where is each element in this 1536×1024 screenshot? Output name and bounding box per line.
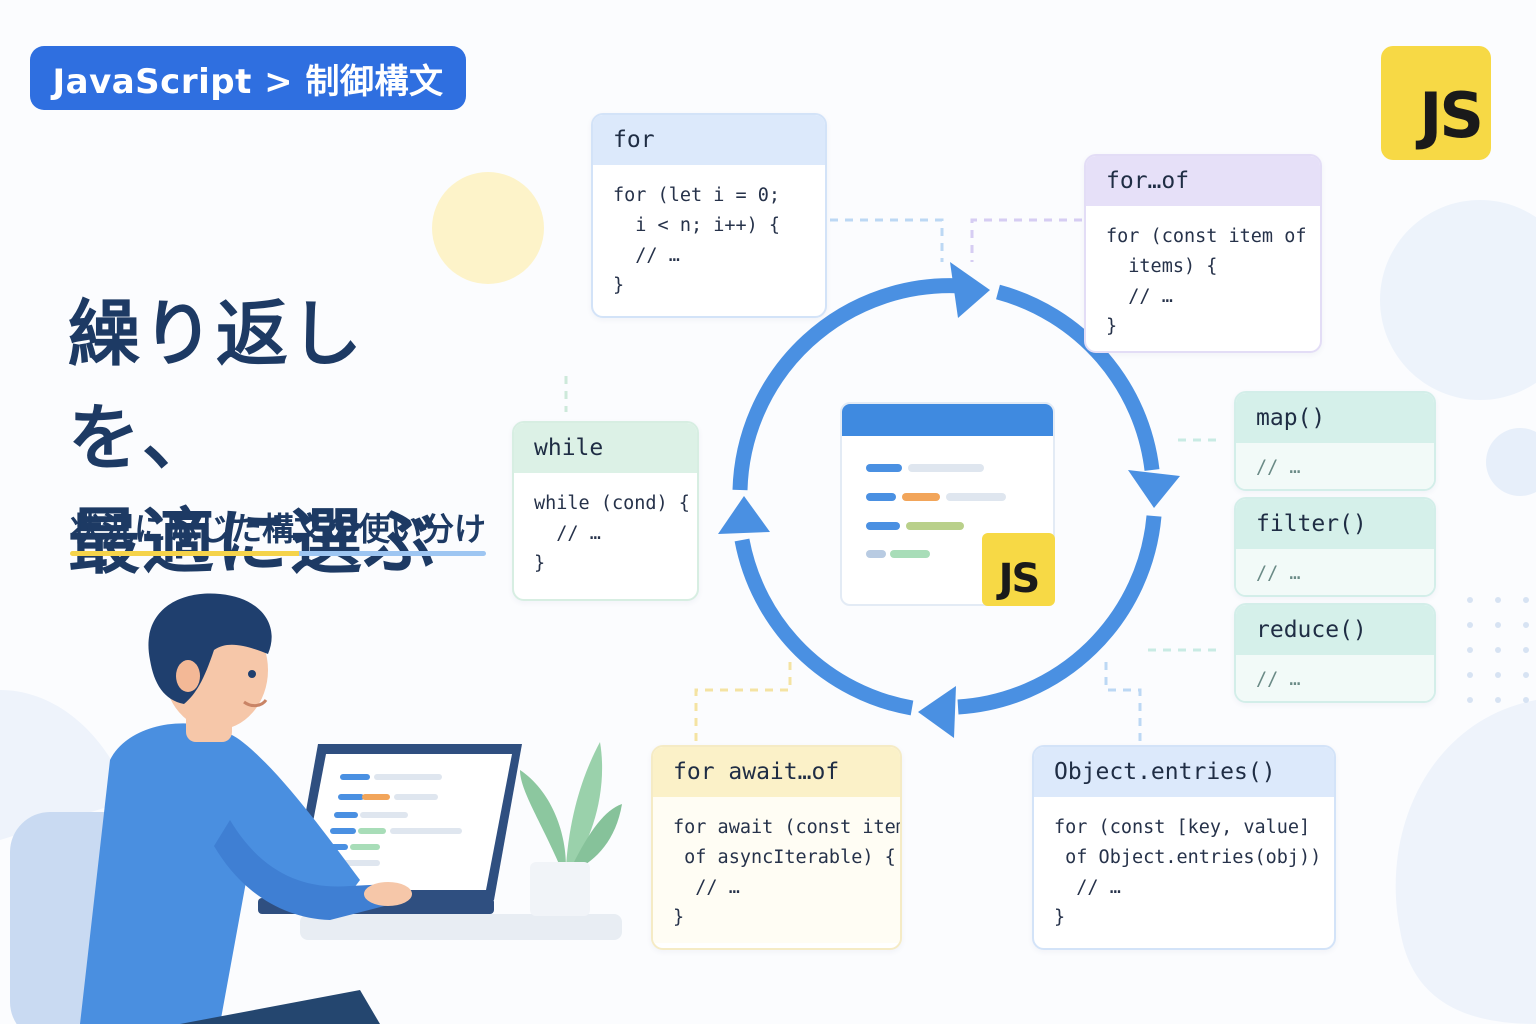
js-logo-text: JS [1419, 79, 1484, 152]
card-for-title: for [593, 115, 825, 165]
card-map-title: map() [1236, 393, 1434, 443]
code-line [866, 493, 896, 501]
card-while: while while (cond) { // … } [512, 421, 699, 601]
window-title-bar [842, 404, 1053, 436]
card-for-code: for (let i = 0; i < n; i++) { // … } [613, 185, 781, 296]
card-reduce: reduce() // … [1234, 603, 1436, 703]
card-for-await-of: for await…of for await (const item of as… [651, 745, 902, 950]
card-map: map() // … [1234, 391, 1436, 491]
code-line [866, 522, 900, 530]
page-title-line-2: 最適に選ぶ [68, 500, 439, 584]
card-for-of-title: for…of [1086, 156, 1320, 206]
card-filter-code: // … [1236, 549, 1434, 595]
js-badge-text: JS [998, 556, 1041, 602]
js-badge-icon: JS [982, 533, 1055, 606]
code-line [946, 493, 1006, 501]
card-object-entries-title: Object.entries() [1034, 747, 1334, 797]
page-title-line-1: 繰り返しを、 [68, 292, 365, 480]
plant-icon [520, 742, 622, 916]
code-line [866, 550, 886, 558]
card-for: for for (let i = 0; i < n; i++) { // … } [591, 113, 827, 318]
card-for-of: for…of for (const item of items) { // … … [1084, 154, 1322, 353]
card-map-code: // … [1236, 443, 1434, 489]
card-reduce-code: // … [1236, 655, 1434, 701]
card-filter-title: filter() [1236, 499, 1434, 549]
card-for-await-of-code: for await (const item of asyncIterable) … [653, 797, 900, 943]
person [80, 593, 412, 1024]
page-subtitle: 状況に応じた構文の使い分け [70, 510, 487, 548]
code-line [906, 522, 964, 530]
card-filter: filter() // … [1234, 497, 1436, 597]
code-line [902, 493, 940, 501]
desk [300, 914, 622, 940]
card-for-await-of-title: for await…of [653, 747, 900, 797]
code-line [890, 550, 930, 558]
page-title: 繰り返しを、 最適に選ぶ [68, 282, 488, 594]
laptop-icon [258, 744, 522, 914]
breadcrumb: JavaScript > 制御構文 [30, 46, 466, 110]
card-reduce-title: reduce() [1236, 605, 1434, 655]
card-object-entries: Object.entries() for (const [key, value]… [1032, 745, 1336, 950]
card-for-of-code: for (const item of items) { // … } [1106, 226, 1307, 337]
code-line [866, 464, 902, 472]
js-logo-icon: JS [1381, 46, 1491, 160]
card-while-code: while (cond) { // … } [534, 493, 690, 574]
code-line [908, 464, 984, 472]
card-while-title: while [514, 423, 697, 473]
card-object-entries-code: for (const [key, value] of Object.entrie… [1054, 817, 1334, 928]
subtitle-underline [70, 551, 486, 556]
